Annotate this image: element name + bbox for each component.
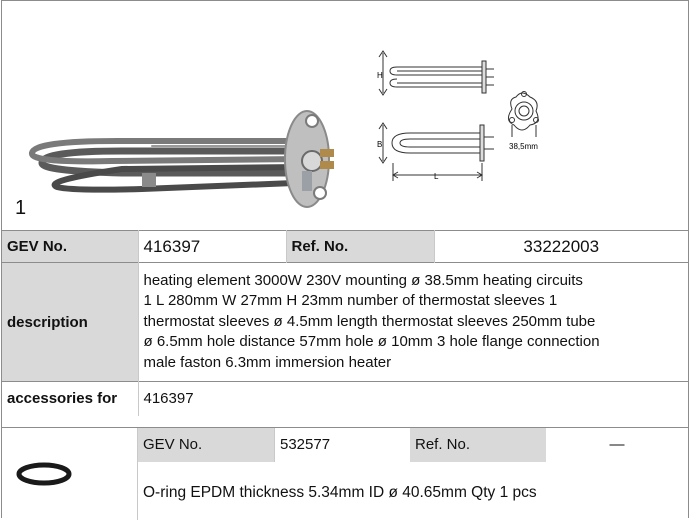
diagram-label-b: B [377,140,382,149]
description-line: thermostat sleeves ø 4.5mm length thermo… [143,312,596,330]
diagram-side-view [378,50,494,96]
product-illustration: H B L [29,50,539,208]
diagram-flange-dimension: 38,5mm [509,142,538,151]
header-row: GEV No. 416397 Ref. No. 33222003 [2,230,688,263]
diagram-flange [508,91,539,137]
description-line: ø 6.5mm hole distance 57mm hole ø 10mm 3… [143,333,600,351]
description-label: description [2,262,139,382]
description-line: 1 L 280mm W 27mm H 23mm number of thermo… [143,292,558,310]
accessory-image [2,428,138,520]
ref-no-value: 33222003 [434,230,688,263]
o-ring-icon [16,462,72,486]
description-text: heating element 3000W 230V mounting ø 38… [138,262,688,382]
heating-element-photo [29,110,334,208]
accessory-description: O-ring EPDM thickness 5.34mm ID ø 40.65m… [143,484,537,501]
gev-no-label: GEV No. [2,230,139,263]
item-number: 1 [15,197,27,219]
ref-no-label: Ref. No. [286,230,435,263]
gev-no-value: 416397 [138,230,287,263]
spec-table: GEV No. 416397 Ref. No. 33222003 descrip… [2,230,688,416]
accessory-gev-value: 532577 [274,428,410,462]
accessory-block: GEV No. 532577 Ref. No. — O-ring EPDM th… [2,427,688,520]
description-line: male faston 6.3mm immersion heater [143,353,392,371]
accessories-for-value: 416397 [138,381,688,416]
accessory-ref-label: Ref. No. [410,428,546,462]
diagram-label-l: L [434,172,439,181]
o-ring-image [16,462,72,486]
diagram-label-h: H [377,71,383,80]
accessory-ref-value: — [609,436,625,453]
description-row: description heating element 3000W 230V m… [2,262,688,382]
diagram-top-view [378,122,494,181]
description-line: heating element 3000W 230V mounting ø 38… [143,271,583,289]
accessories-for-label: accessories for [2,381,139,416]
accessories-for-row: accessories for 416397 [2,381,688,416]
product-image-area: H B L [2,1,688,230]
accessory-gev-label: GEV No. [138,428,274,462]
accessory-id-row: GEV No. 532577 Ref. No. — [138,428,688,462]
